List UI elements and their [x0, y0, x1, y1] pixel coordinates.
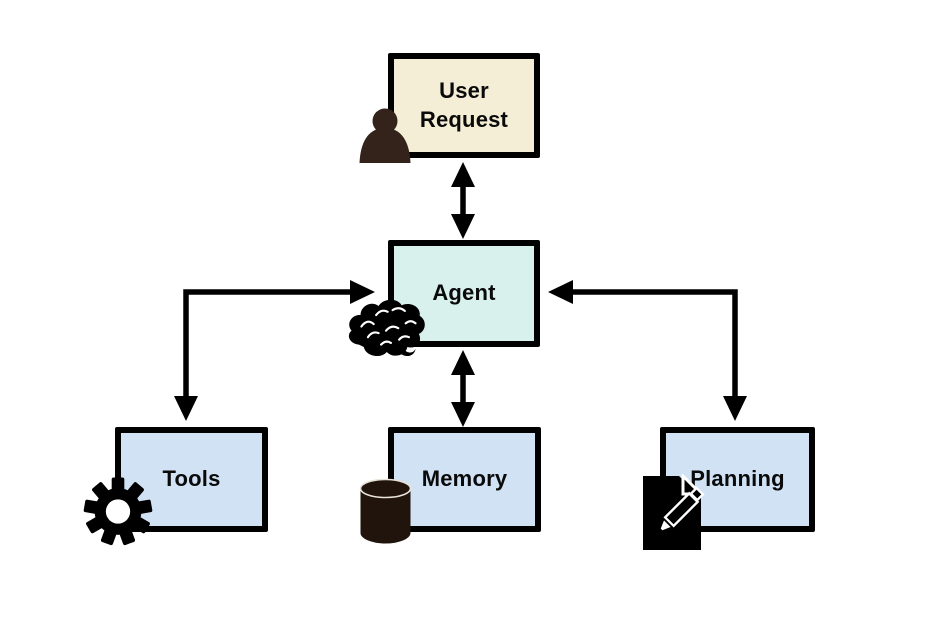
arrowhead-up-icon	[451, 350, 475, 375]
arrowhead-left-icon	[548, 280, 573, 304]
person-icon	[359, 108, 411, 163]
node-tools-label: Tools	[162, 466, 221, 492]
node-memory-label: Memory	[421, 466, 508, 492]
brain-icon	[348, 299, 425, 357]
node-user-request: User Request	[388, 53, 540, 158]
edge-agent-memory	[451, 350, 475, 427]
node-user-request-label: User Request	[419, 78, 509, 132]
arrowhead-down-icon	[723, 396, 747, 421]
document-pencil-icon	[643, 474, 705, 550]
gear-icon	[83, 477, 153, 546]
arrowhead-up-icon	[451, 162, 475, 187]
node-planning-label: Planning	[690, 466, 785, 492]
node-agent-label: Agent	[432, 280, 496, 306]
database-icon	[359, 478, 412, 544]
arrowhead-down-icon	[451, 402, 475, 427]
arrowhead-down-icon	[174, 396, 198, 421]
edge-planning-agent	[548, 280, 747, 421]
arrowhead-down-icon	[451, 214, 475, 239]
edge-user-request-agent	[451, 162, 475, 239]
